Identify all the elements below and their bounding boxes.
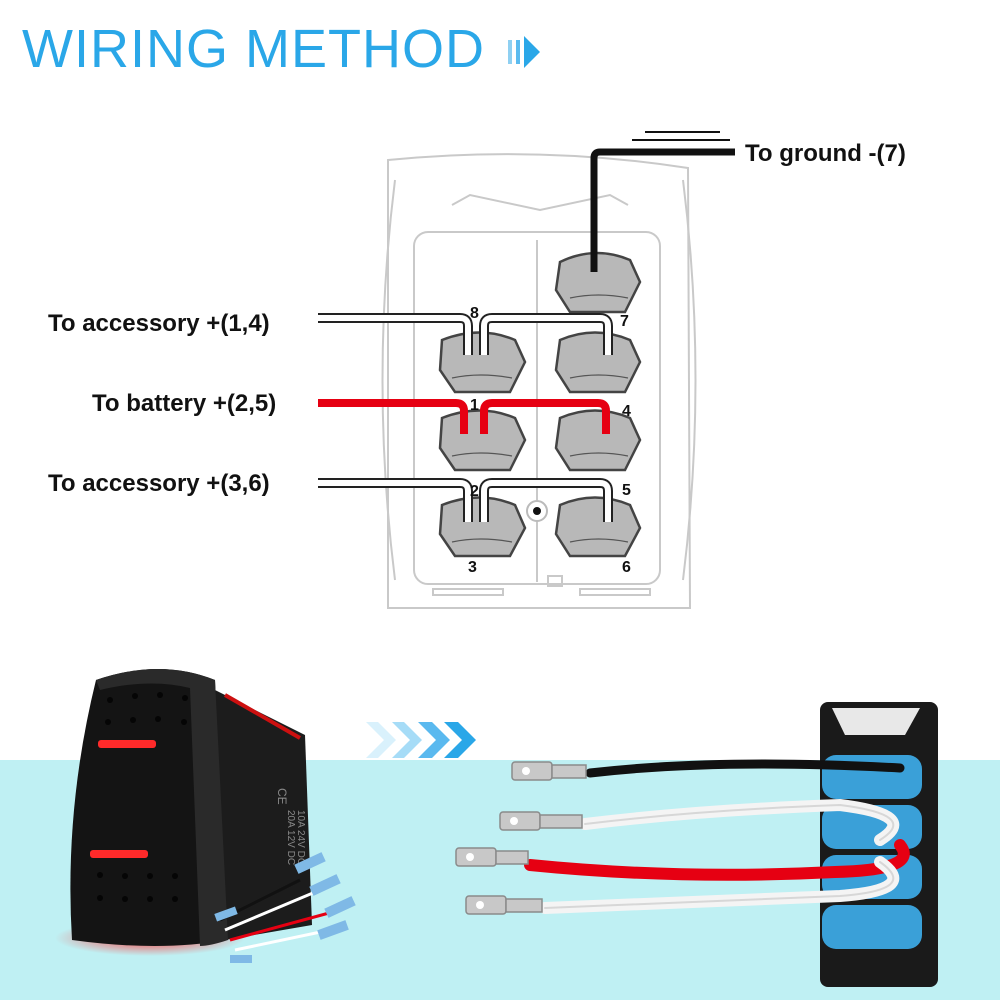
accessory-wire-14: [318, 313, 613, 355]
chevron-arrows-icon: [366, 722, 476, 758]
pin-label: 5: [622, 482, 631, 499]
led-indicator: [98, 740, 156, 748]
pin-label: 2: [470, 483, 479, 500]
wire-harness-photo: [455, 702, 938, 987]
pin-label: 4: [622, 403, 631, 420]
pin-label: 1: [470, 397, 479, 414]
led-indicator: [90, 850, 148, 858]
accessory-14-label: To accessory +(1,4): [48, 310, 270, 337]
product-photos: CE 20A 12V DC 10A 24V DC: [0, 669, 1000, 1000]
pin-label: 8: [470, 305, 479, 322]
double-arrow-icon: [508, 36, 540, 68]
accessory-36-label: To accessory +(3,6): [48, 470, 270, 497]
battery-label: To battery +(2,5): [92, 390, 277, 417]
wiring-diagram: 8 7 1 4 2 5 3 6: [318, 131, 735, 609]
accessory-wire-36: [318, 478, 613, 522]
terminal-7b: [554, 331, 642, 394]
ground-label: To ground -(7): [745, 140, 906, 167]
switch-outline: [381, 153, 697, 609]
page-title: WIRING METHOD: [22, 19, 485, 79]
terminal-3: [438, 496, 527, 558]
terminal-7: [554, 251, 642, 314]
pin-label: 6: [622, 559, 631, 576]
switch-rating: 10A 24V DC: [295, 810, 306, 865]
rocker-switch-photo: CE 20A 12V DC 10A 24V DC: [55, 669, 356, 963]
pin-label: 7: [620, 313, 629, 330]
switch-certification: CE: [275, 788, 289, 805]
pin-label: 3: [468, 559, 477, 576]
ground-wire: [590, 131, 735, 272]
battery-wire-25: [318, 399, 610, 434]
terminal-6: [554, 496, 642, 558]
switch-rating: 20A 12V DC: [285, 810, 296, 865]
